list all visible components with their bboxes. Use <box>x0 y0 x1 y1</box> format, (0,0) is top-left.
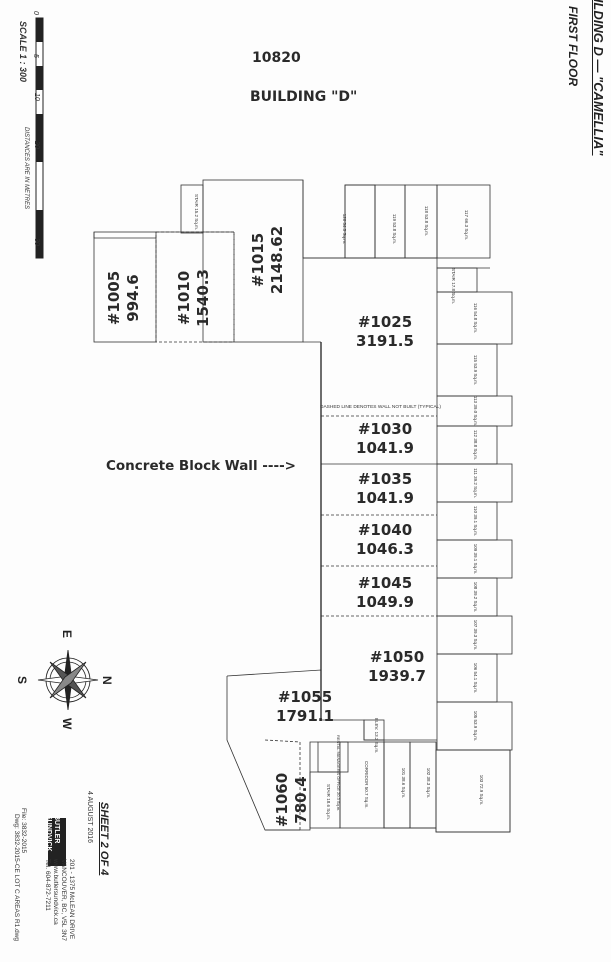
firm-name-2: SUNDVICK <box>45 815 52 852</box>
lot-1040-id: #1040 <box>357 521 413 539</box>
lot-1035-area: 1041.9 <box>356 489 414 507</box>
lot-1035: #1035 1041.9 <box>340 470 430 508</box>
lot-1060-area: 780.4 <box>292 776 310 824</box>
unit-corridor: CORRIDOR 50.7 Sq.m. <box>364 761 369 809</box>
unit-101: 101 38.6 Sq.m. <box>401 767 406 799</box>
unit-stair-bottom: STAIR 18.6 Sq.m. <box>326 784 331 820</box>
lot-1005: #1005 994.6 <box>105 255 145 341</box>
lot-1030-area: 1041.9 <box>356 439 414 457</box>
lot-1025: #1025 3191.5 <box>340 313 430 351</box>
lot-1060: #1060 780.4 <box>273 757 313 843</box>
lot-1010-id: #1010 <box>175 270 193 326</box>
unit-stair-top: STAIR 15.2 Sq.m. <box>194 194 199 230</box>
compass-rose-icon <box>37 649 99 711</box>
lot-1005-id: #1005 <box>105 270 123 326</box>
dashed-line-note: DASHED LINE DENOTES WALL NOT BUILT (TYPI… <box>320 405 441 410</box>
lot-1005-area: 994.6 <box>124 274 142 322</box>
plan-number: 10820 <box>252 50 301 66</box>
unit-120: 120 54.5 Sq.m. <box>342 213 347 245</box>
firm-address-2: VANCOUVER, BC, V5L 3N7 <box>60 859 67 941</box>
lot-1030-id: #1030 <box>357 420 413 438</box>
lot-1045-area: 1049.9 <box>356 593 414 611</box>
unit-rental-office: RENTAL MANAGER'S OFFICE 20.3 Sq.m. <box>336 735 341 812</box>
unit-117: 117 66.3 Sq.m. <box>464 209 469 241</box>
lot-1015-area: 2148.62 <box>268 225 286 295</box>
lot-1015-id: #1015 <box>249 232 267 288</box>
sheet-date: 4 AUGUST 2016 <box>86 791 93 844</box>
firm-tel: Tel. 604-872-7211 <box>44 859 51 911</box>
unit-stair-right: STAIR 17.8 Sq.m. <box>451 268 456 304</box>
building-label: BUILDING "D" <box>250 89 358 105</box>
lot-1025-area: 3191.5 <box>356 332 414 350</box>
unit-115: 115 53.9 Sq.m. <box>473 354 478 386</box>
lot-1045: #1045 1049.9 <box>340 574 430 612</box>
file-number: File: 3832-2015 <box>20 808 27 854</box>
lot-1060-id: #1060 <box>273 772 291 828</box>
lot-1050: #1050 1939.7 <box>352 648 442 686</box>
lot-1050-id: #1050 <box>369 648 425 666</box>
unit-102: 102 38.3 Sq.m. <box>426 767 431 799</box>
firm-logo <box>48 818 66 866</box>
lot-1025-id: #1025 <box>357 313 413 331</box>
lot-1010-area: 1540.3 <box>194 269 212 327</box>
lot-1055-area: 1791.1 <box>276 707 334 725</box>
dwg-name: Dwg: 3832-2015-CE LOT C AREAS R1.dwg <box>13 814 20 942</box>
compass-north: N <box>100 676 114 685</box>
lot-1040: #1040 1046.3 <box>340 521 430 559</box>
lot-1030: #1030 1041.9 <box>340 420 430 458</box>
compass-west: W <box>60 718 74 730</box>
sheet-number: SHEET 2 OF 4 <box>98 802 110 876</box>
unit-116: 116 54.8 Sq.m. <box>473 302 478 334</box>
firm-address-1: 201 - 1375 McLEAN DRIVE <box>68 859 75 940</box>
unit-118: 118 53.8 Sq.m. <box>424 205 429 237</box>
unit-elevator: ELEV. 13.2 Sq.m. <box>374 718 379 754</box>
lot-1015: #1015 2148.62 <box>249 212 289 308</box>
unit-107: 107 39.3 Sq.m. <box>473 619 478 651</box>
scale-bar <box>35 17 44 259</box>
lot-1050-area: 1939.7 <box>368 667 426 685</box>
compass-east: E <box>60 630 74 639</box>
unit-119: 119 53.8 Sq.m. <box>392 213 397 245</box>
unit-105: 105 53.9 Sq.m. <box>473 710 478 742</box>
concrete-wall-note: Concrete Block Wall ----> <box>106 458 296 474</box>
lot-1045-id: #1045 <box>357 574 413 592</box>
compass-south: S <box>15 676 29 685</box>
lot-1055-id: #1055 <box>277 688 333 706</box>
unit-103: 103 72.9 Sq.m. <box>479 774 484 806</box>
firm-web: www.butlersundvick.ca <box>52 859 59 925</box>
lot-1055: #1055 1791.1 <box>260 688 350 726</box>
lot-1035-id: #1035 <box>357 470 413 488</box>
lot-1010: #1010 1540.3 <box>175 255 215 341</box>
lot-1040-area: 1046.3 <box>356 540 414 558</box>
unit-106: 106 54.1 Sq.m. <box>473 662 478 694</box>
